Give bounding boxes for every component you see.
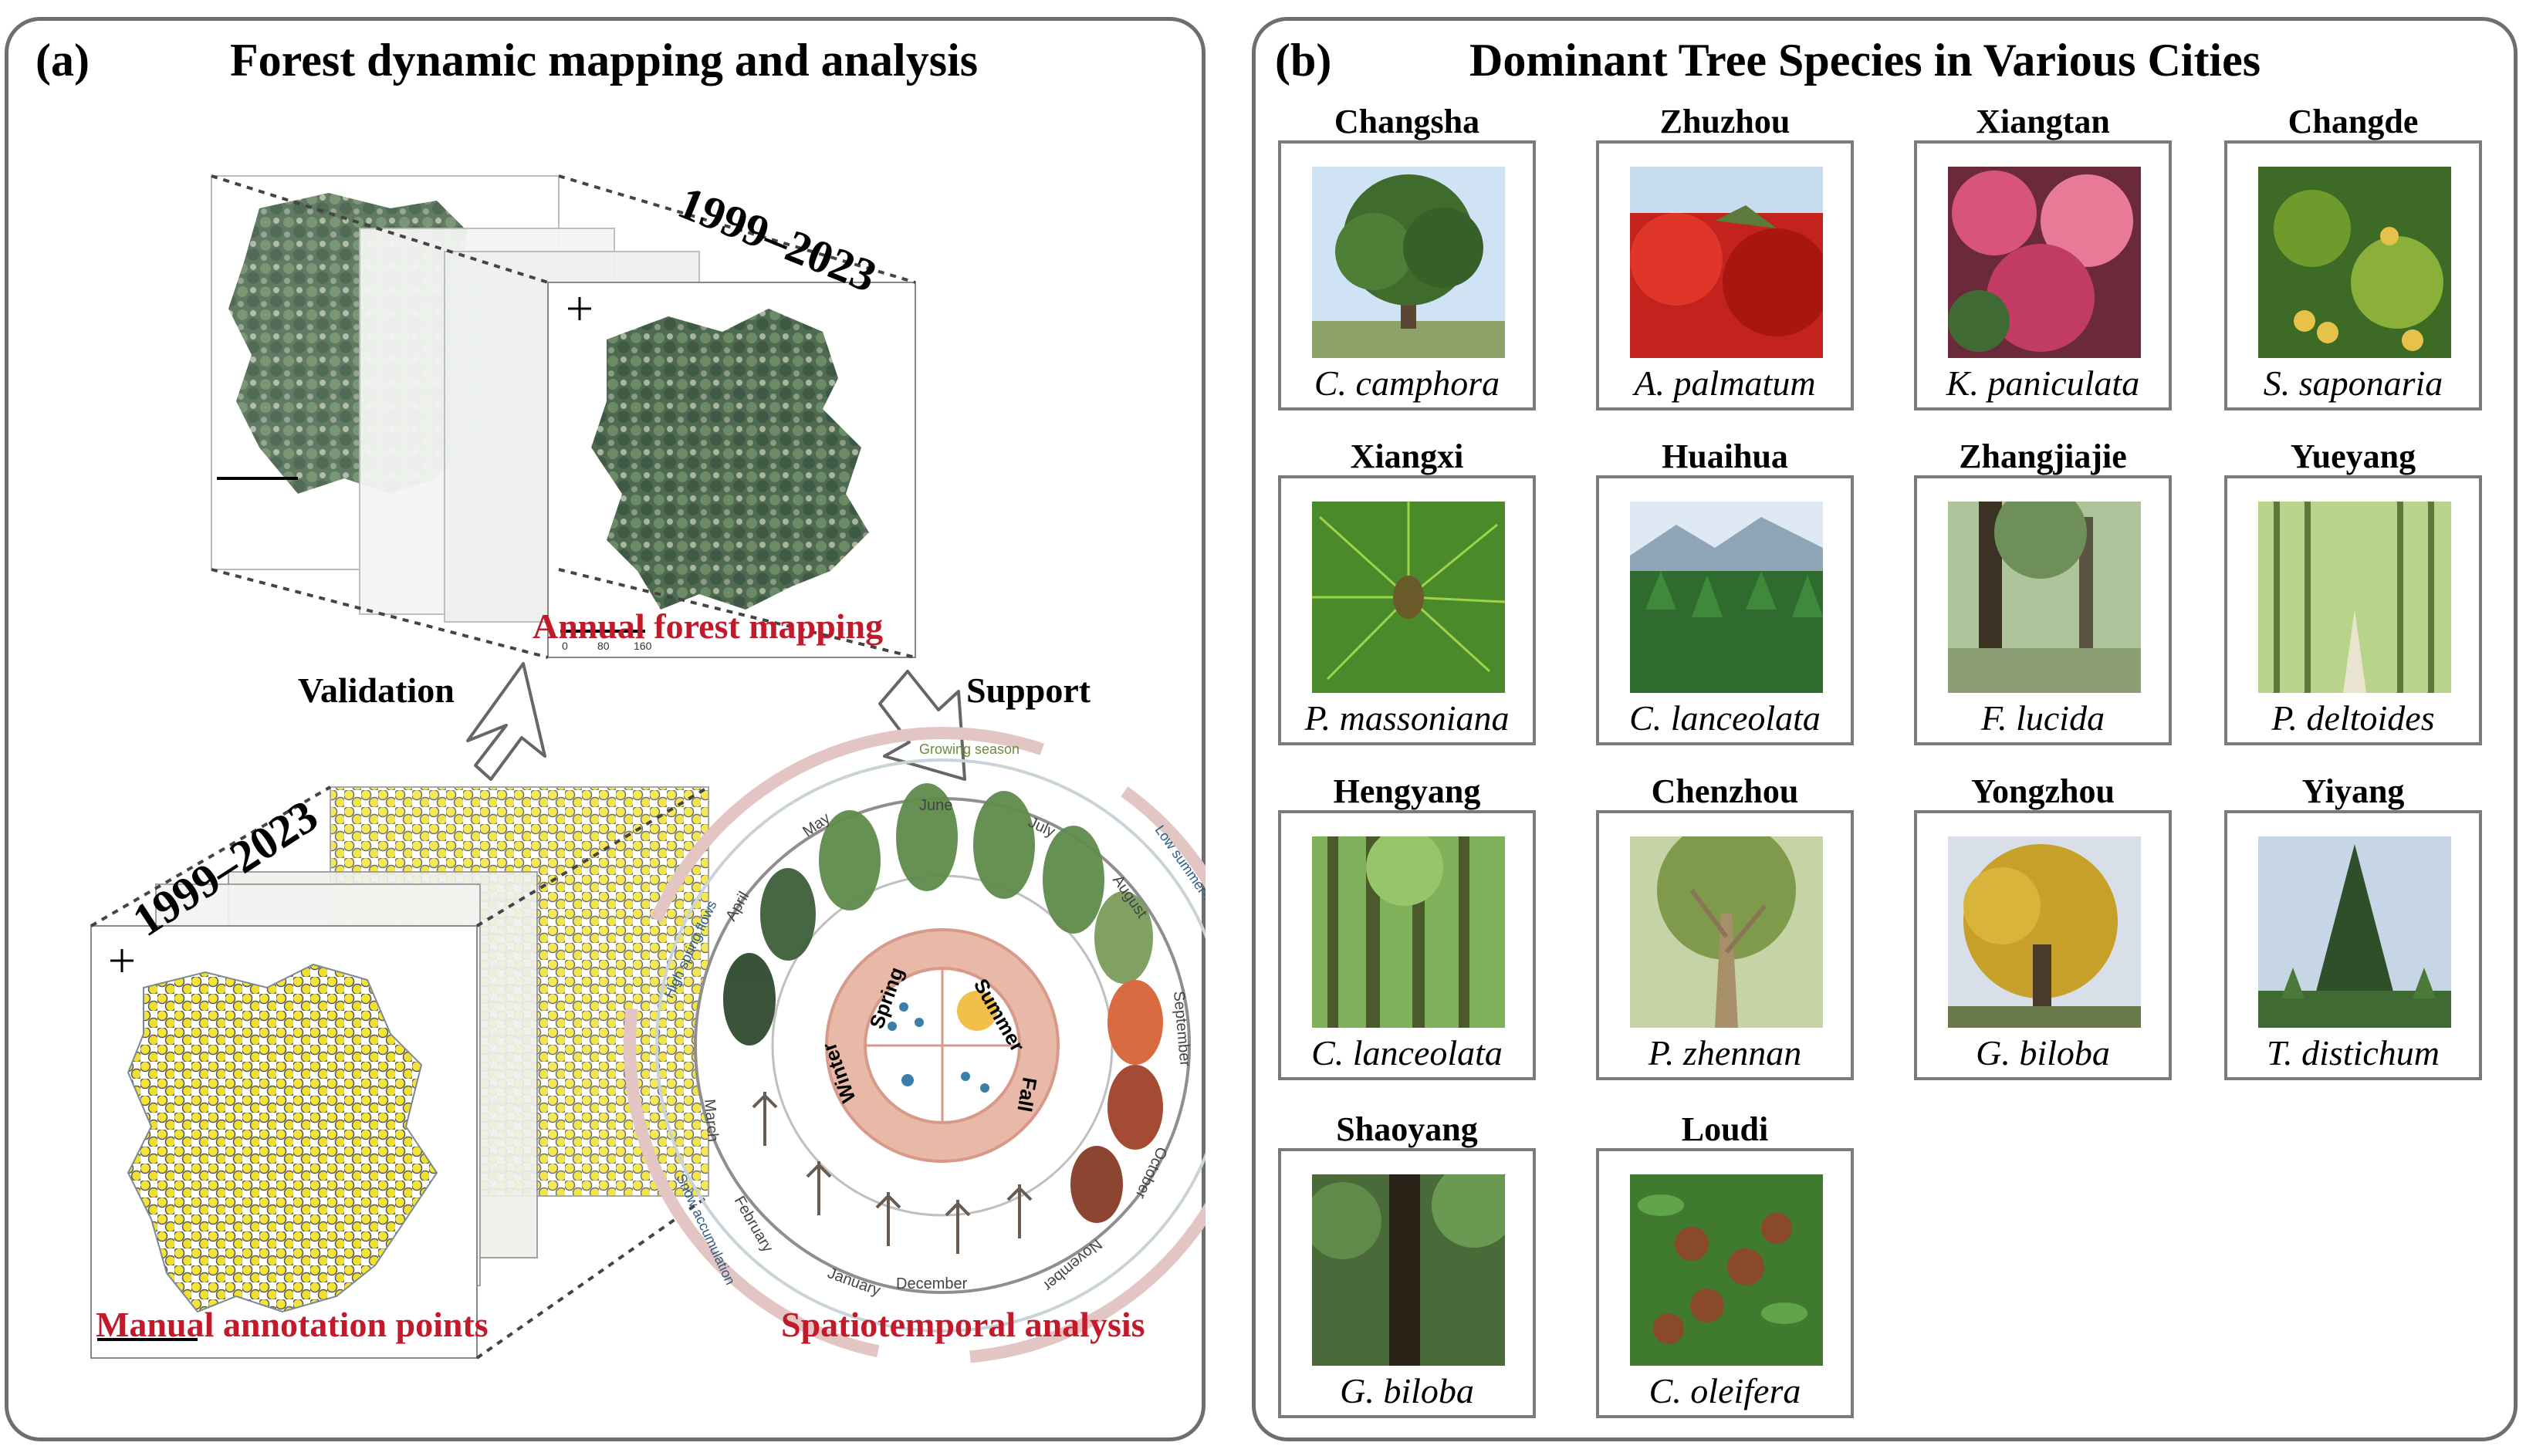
- tree-photo-conifer: [2258, 836, 2451, 1028]
- species-name: C. camphora: [1314, 363, 1500, 403]
- species-name: P. deltoides: [2271, 698, 2435, 738]
- city-label-xiangxi: Xiangxi: [1350, 437, 1464, 475]
- manual-points-label: Manual annotation points: [96, 1305, 489, 1344]
- species-name: A. palmatum: [1634, 363, 1816, 403]
- city-label-loudi: Loudi: [1681, 1110, 1769, 1148]
- tree-photo-pine-needles: [1312, 502, 1505, 693]
- tree-photo-trunk-forest: [1948, 502, 2141, 693]
- city-label-zhuzhou: Zhuzhou: [1659, 103, 1791, 140]
- city-label-xiangtan: Xiangtan: [1976, 103, 2110, 140]
- tree-photo-tea-fruit: [1630, 1174, 1823, 1366]
- season-wheel: Spring Summer Fall Winter January Februa…: [624, 727, 1206, 1364]
- map-frame-front: [547, 282, 916, 658]
- city-label-changde: Changde: [2288, 103, 2419, 140]
- species-name: S. saponaria: [2263, 363, 2443, 403]
- tree-photo-tall-trunks: [1312, 836, 1505, 1028]
- tree-photo-poplar-avenue: [2258, 502, 2451, 693]
- tree-photo-yellow-fruit: [2258, 167, 2451, 358]
- tree-photo-dark-trunk: [1312, 1174, 1505, 1366]
- species-card: G. biloba: [1278, 1148, 1536, 1418]
- stack-connector-lines: [211, 174, 916, 659]
- month-march: March: [701, 1099, 722, 1143]
- city-label-huaihua: Huaihua: [1662, 437, 1788, 475]
- panel-a-tag: (a): [36, 35, 90, 86]
- species-card: C. camphora: [1278, 140, 1536, 410]
- city-label-yongzhou: Yongzhou: [1971, 772, 2115, 810]
- species-card: C. lanceolata: [1278, 810, 1536, 1080]
- species-name: C. lanceolata: [1311, 1033, 1503, 1073]
- city-label-yiyang: Yiyang: [2301, 772, 2405, 810]
- scale-tick-80: 80: [597, 640, 610, 652]
- species-card: P. deltoides: [2224, 475, 2482, 745]
- tree-photo-pink-blossom: [1948, 167, 2141, 358]
- month-december: December: [896, 1275, 968, 1292]
- points-frame-front: [90, 925, 478, 1359]
- city-label-zhangjiajie: Zhangjiajie: [1959, 437, 2127, 475]
- city-label-changsha: Changsha: [1334, 103, 1480, 140]
- species-card: P. zhennan: [1596, 810, 1854, 1080]
- panel-a-diagram: 0 80 160: [90, 174, 1206, 1364]
- tree-photo-mountain-forest: [1630, 502, 1823, 693]
- species-card: S. saponaria: [2224, 140, 2482, 410]
- panel-b-tag: (b): [1275, 35, 1332, 86]
- annual-map-stack: [211, 174, 916, 659]
- species-name: P. zhennan: [1648, 1033, 1802, 1073]
- species-name: K. paniculata: [1946, 363, 2140, 403]
- species-card: C. lanceolata: [1596, 475, 1854, 745]
- tree-photo-red-maple: [1630, 167, 1823, 358]
- spatiotemporal-label: Spatiotemporal analysis: [781, 1305, 1145, 1344]
- species-name: C. lanceolata: [1629, 698, 1821, 738]
- support-label: Support: [966, 671, 1091, 710]
- species-name: C. oleifera: [1648, 1371, 1801, 1410]
- panel-a-title: Forest dynamic mapping and analysis: [230, 35, 979, 86]
- scale-tick-160: 160: [634, 640, 652, 652]
- species-card: F. lucida: [1914, 475, 2172, 745]
- annual-mapping-label: Annual forest mapping: [533, 606, 884, 646]
- species-name: P. massoniana: [1304, 698, 1510, 738]
- validation-arrow: [466, 662, 546, 781]
- species-card: P. massoniana: [1278, 475, 1536, 745]
- city-label-hengyang: Hengyang: [1333, 772, 1481, 810]
- species-card: G. biloba: [1914, 810, 2172, 1080]
- species-card: A. palmatum: [1596, 140, 1854, 410]
- city-label-shaoyang: Shaoyang: [1336, 1110, 1478, 1148]
- species-name: G. biloba: [1976, 1033, 2110, 1073]
- panel-b-title: Dominant Tree Species in Various Cities: [1469, 35, 2261, 86]
- support-arrow: [878, 670, 966, 781]
- scale-tick-0: 0: [562, 640, 568, 652]
- tree-photo-round-tree: [1312, 167, 1505, 358]
- species-card: T. distichum: [2224, 810, 2482, 1080]
- tree-photo-ginkgo: [1948, 836, 2141, 1028]
- species-name: G. biloba: [1340, 1371, 1474, 1410]
- species-name: T. distichum: [2266, 1033, 2440, 1073]
- species-card: C. oleifera: [1596, 1148, 1854, 1418]
- city-label-yueyang: Yueyang: [2290, 437, 2416, 475]
- species-card: K. paniculata: [1914, 140, 2172, 410]
- species-name: F. lucida: [1980, 698, 2105, 738]
- arc-growing-season: Growing season: [919, 742, 1020, 757]
- tree-photo-tall-tree: [1630, 836, 1823, 1028]
- city-label-chenzhou: Chenzhou: [1651, 772, 1799, 810]
- validation-label: Validation: [298, 671, 455, 710]
- month-june: June: [919, 797, 952, 814]
- points-connector-lines: [90, 785, 710, 1360]
